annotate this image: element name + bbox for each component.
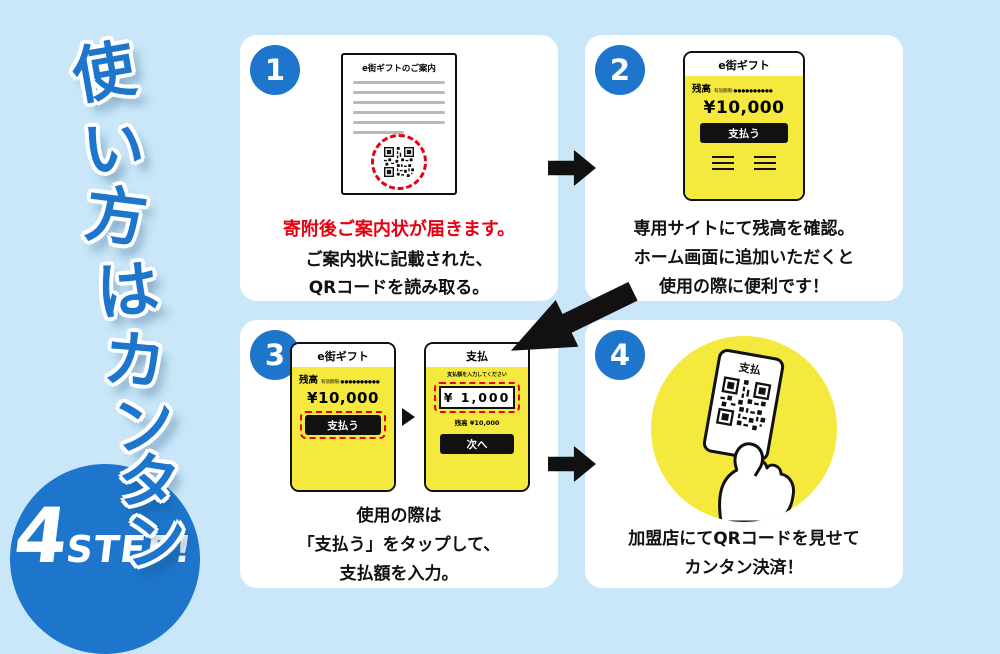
caption-line: 専用サイトにて残高を確認。	[633, 219, 855, 239]
amount-input: ¥ 1,000	[439, 386, 515, 409]
doc-text-line	[353, 130, 404, 134]
caption-line: QRコードを読み取る。	[308, 278, 490, 299]
step-caption: 専用サイトにて残高を確認。 ホーム画面に追加いただくと 使用の際に便利です！	[585, 215, 903, 302]
balance-value: ¥10,000	[703, 98, 785, 118]
step-card-4: 4 支払 加盟店にてQRコードを見せて カンタン決済！	[585, 320, 903, 588]
guide-letter-illustration: e街ギフトのご案内	[341, 53, 457, 195]
menu-lines-icon	[754, 152, 776, 174]
step-caption: 寄附後ご案内状が届きます。 ご案内状に記載された、 QRコードを読み取る。	[240, 215, 558, 303]
step-card-1: 1 e街ギフトのご案内 寄附後ご案内状が届きます。 ご案内状に記載された、 QR…	[240, 35, 558, 301]
doc-title: e街ギフトのご案内	[362, 64, 436, 74]
phone-app-title: 支払	[426, 344, 528, 367]
doc-text-line	[353, 80, 445, 84]
balance-phone-illustration: e街ギフト 残高 有効期限:●●●●●●●●●● ¥10,000 支払う	[683, 51, 805, 201]
balance-row: 残高 有効期限:●●●●●●●●●●	[299, 372, 387, 386]
doc-text-line	[353, 110, 445, 114]
step-caption: 使用の際は 「支払う」をタップして、 支払額を入力。	[240, 502, 558, 589]
caption-highlight-line: 寄附後ご案内状が届きます。	[282, 219, 516, 240]
phone-screen-label: 支払	[737, 360, 762, 378]
caption-line: カンタン決済！	[684, 557, 804, 578]
phone-screen: 支払額を入力してください ¥ 1,000 残高 ¥10,000 次へ	[426, 367, 528, 490]
phone-screen: 残高 有効期限:●●●●●●●●●● ¥10,000 支払う	[292, 367, 394, 490]
amount-highlight: ¥ 1,000	[434, 382, 520, 413]
phone-app-title: e街ギフト	[685, 53, 803, 76]
caption-line: 使用の際に便利です！	[659, 276, 829, 297]
title-char: ン	[121, 501, 189, 580]
balance-row: 残高 有効期限:●●●●●●●●●●	[692, 81, 796, 95]
step-caption: 加盟店にてQRコードを見せて カンタン決済！	[585, 525, 903, 583]
phone-screen: 残高 有効期限:●●●●●●●●●● ¥10,000 支払う	[685, 76, 803, 199]
step-number-badge: 2	[595, 45, 645, 95]
pay-button-highlight: 支払う	[300, 411, 386, 439]
qr-highlight-circle	[371, 134, 427, 190]
step-number-badge: 4	[595, 330, 645, 380]
doc-text-line	[353, 100, 445, 104]
next-button: 次へ	[439, 434, 515, 454]
balance-note: 有効期限:●●●●●●●●●●	[321, 380, 380, 385]
menu-lines-icon	[712, 152, 734, 174]
caption-line: 「支払う」をタップして、	[297, 534, 501, 555]
balance-small: 残高 ¥10,000	[454, 419, 500, 427]
amount-prompt: 支払額を入力してください	[447, 372, 507, 378]
balance-value: ¥10,000	[307, 389, 379, 407]
triangle-right-icon	[402, 408, 415, 426]
balance-label: 残高	[692, 84, 712, 95]
caption-line: ご案内状に記載された、	[305, 249, 493, 270]
balance-label: 残高	[299, 375, 319, 386]
caption-line: 使用の際は	[356, 506, 442, 526]
how-to-use-infographic: 使 い 方 は カ ン タ ン 4 STEP! 1 e街ギフトのご案内 寄附後ご…	[10, 31, 903, 654]
qr-code-icon	[384, 147, 414, 177]
balance-phone-illustration: e街ギフト 残高 有効期限:●●●●●●●●●● ¥10,000 支払う	[290, 342, 396, 492]
doc-text-line	[353, 120, 445, 124]
hand-phone-icon: 支払	[702, 349, 795, 522]
balance-note: 有効期限:●●●●●●●●●●	[714, 89, 773, 94]
pay-button: 支払う	[699, 123, 789, 143]
step-card-3: 3 e街ギフト 残高 有効期限:●●●●●●●●●● ¥10,000 支払う 支…	[240, 320, 558, 588]
caption-line: ホーム画面に追加いただくと	[633, 247, 855, 268]
caption-line: 加盟店にてQRコードを見せて	[628, 529, 860, 549]
pay-button: 支払う	[305, 415, 381, 435]
payment-illustration: 支払	[651, 336, 837, 522]
menu-lines	[692, 152, 796, 174]
step-number-badge: 1	[250, 45, 300, 95]
caption-line: 支払額を入力。	[339, 563, 459, 584]
step-card-2: 2 e街ギフト 残高 有効期限:●●●●●●●●●● ¥10,000 支払う 専…	[585, 35, 903, 301]
payment-input-phone-illustration: 支払 支払額を入力してください ¥ 1,000 残高 ¥10,000 次へ	[424, 342, 530, 492]
doc-text-line	[353, 90, 445, 94]
phone-app-title: e街ギフト	[292, 344, 394, 367]
